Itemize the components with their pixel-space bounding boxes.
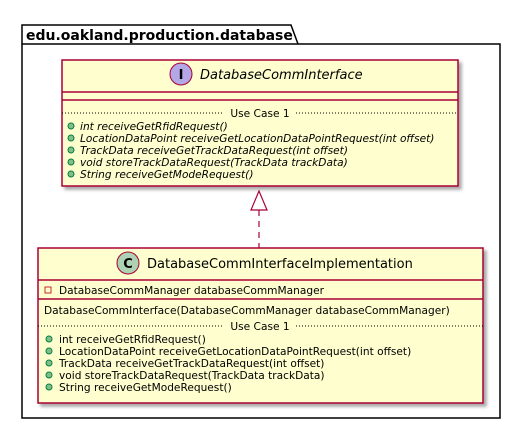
package-name: edu.oakland.production.database	[26, 28, 293, 44]
class-method: LocationDataPoint receiveGetLocationData…	[59, 346, 411, 358]
public-marker-icon	[45, 347, 53, 355]
class-name: DatabaseCommInterfaceImplementation	[147, 257, 413, 272]
public-marker-icon	[45, 383, 53, 391]
realization-arrowhead	[250, 189, 268, 211]
public-marker-icon	[67, 158, 75, 166]
package-tab	[21, 24, 299, 45]
interface-icon	[169, 62, 193, 86]
class-method: int receiveGetRfidRequest()	[59, 334, 206, 346]
class-method: void storeTrackDataRequest(TrackData tra…	[59, 370, 325, 382]
class-section-label-bg	[224, 319, 296, 332]
class-icon	[116, 251, 140, 275]
public-marker-icon	[45, 371, 53, 379]
class-constructor: DatabaseCommInterface(DatabaseCommManage…	[44, 305, 450, 317]
public-marker-icon	[67, 122, 75, 130]
interface-method: int receiveGetRfidRequest()	[80, 121, 228, 133]
class-icon-letter: C	[123, 257, 133, 272]
class-method: TrackData receiveGetTrackDataRequest(int…	[58, 358, 324, 370]
class-section-label: Use Case 1	[230, 321, 289, 333]
interface-method: void storeTrackDataRequest(TrackData tra…	[80, 157, 348, 169]
public-marker-icon	[67, 170, 75, 178]
interface-method: TrackData receiveGetTrackDataRequest(int…	[80, 145, 348, 157]
interface-method: LocationDataPoint receiveGetLocationData…	[80, 133, 434, 145]
class-methods: int receiveGetRfidRequest() LocationData…	[45, 334, 411, 394]
interface-method: String receiveGetModeRequest()	[80, 169, 253, 181]
interface-section-label: Use Case 1	[230, 108, 289, 120]
public-marker-icon	[45, 335, 53, 343]
realization-arrow	[250, 189, 268, 248]
interface-name: DatabaseCommInterface	[200, 68, 363, 83]
interface-section-label-bg	[224, 106, 296, 119]
class-method: String receiveGetModeRequest()	[59, 382, 232, 394]
interface-icon-letter: I	[179, 68, 184, 83]
interface-methods: int receiveGetRfidRequest() LocationData…	[67, 121, 434, 181]
interface-body	[61, 59, 459, 187]
public-marker-icon	[67, 134, 75, 142]
interface-box[interactable]: I DatabaseCommInterface Use Case 1 int r…	[61, 59, 459, 187]
public-marker-icon	[45, 359, 53, 367]
class-box[interactable]: C DatabaseCommInterfaceImplementation Da…	[37, 247, 484, 404]
private-marker-icon	[44, 286, 52, 294]
public-marker-icon	[67, 146, 75, 154]
class-field: DatabaseCommManager databaseCommManager	[59, 285, 325, 297]
